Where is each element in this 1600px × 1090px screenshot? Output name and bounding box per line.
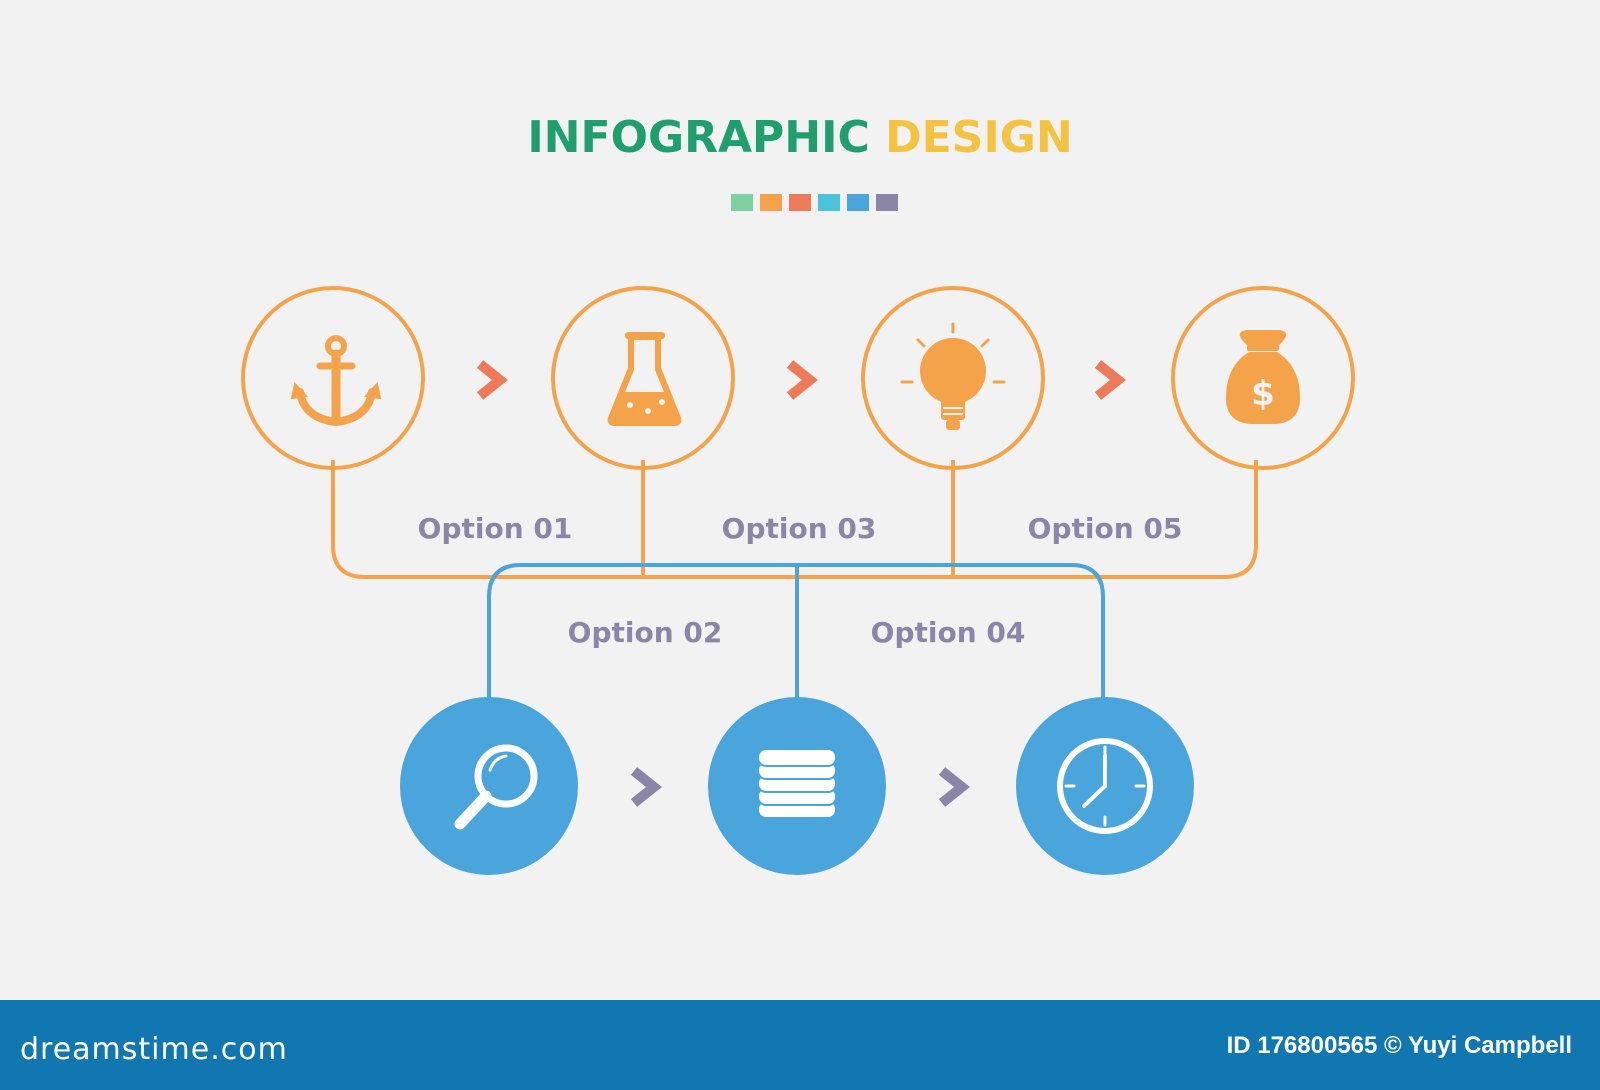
footer-brand[interactable]: dreamstime.com [20, 1032, 288, 1067]
option-label-1: Option 01 [417, 512, 573, 545]
step-circle-5 [400, 697, 578, 875]
color-swatches [731, 194, 905, 211]
arrow-top-1 [476, 360, 509, 400]
option-label-3: Option 03 [721, 512, 877, 545]
money-symbol: $ [1251, 374, 1275, 414]
arrow-bottom-1 [630, 767, 663, 807]
blue-connector [487, 563, 1105, 698]
flow-diagram: $ [241, 286, 1355, 875]
option-label-4: Option 04 [870, 616, 1026, 649]
step-circle-6 [708, 697, 886, 875]
swatch-6 [876, 194, 898, 211]
arrow-top-3 [1094, 360, 1127, 400]
swatch-2 [760, 194, 782, 211]
arrow-bottom-2 [938, 767, 971, 807]
page-title: INFOGRAPHIC DESIGN [0, 112, 1600, 163]
option-label-5: Option 05 [1027, 512, 1183, 545]
swatch-4 [818, 194, 840, 211]
title-part-secondary: DESIGN [885, 112, 1073, 163]
arrow-top-2 [786, 360, 819, 400]
step-circle-4: $ [1171, 286, 1355, 470]
magnifier-icon [454, 744, 538, 830]
lightbulb-icon [900, 322, 1006, 430]
swatch-1 [731, 194, 753, 211]
swatch-5 [847, 194, 869, 211]
anchor-icon [290, 335, 382, 427]
footer-bar: dreamstime.com ID 176800565 © Yuyi Campb… [0, 1000, 1600, 1090]
orange-connector [331, 460, 1258, 579]
clock-icon [1057, 738, 1153, 834]
flask-icon [607, 332, 682, 426]
title-part-primary: INFOGRAPHIC [527, 112, 870, 163]
step-circle-1 [241, 286, 425, 470]
swatch-3 [789, 194, 811, 211]
footer-credit: ID 176800565 © Yuyi Campbell [1226, 1032, 1572, 1059]
option-label-2: Option 02 [567, 616, 723, 649]
database-icon [757, 748, 837, 819]
infographic-canvas: INFOGRAPHIC DESIGN [0, 112, 1600, 875]
money-bag-icon: $ [1226, 330, 1300, 424]
step-circle-7 [1016, 697, 1194, 875]
step-circle-2 [551, 286, 735, 470]
step-circle-3 [861, 286, 1045, 470]
